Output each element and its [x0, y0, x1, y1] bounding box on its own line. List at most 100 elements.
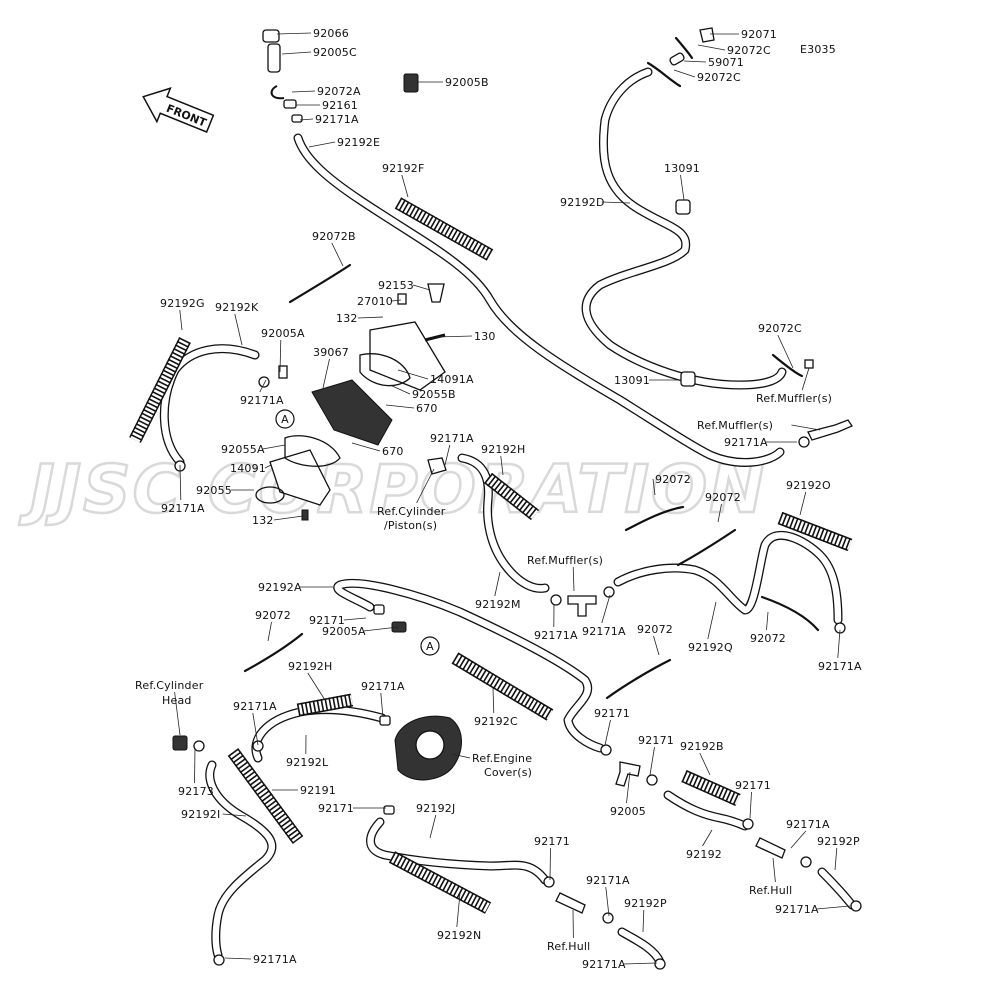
clamp-92171A-mid-a [550, 594, 562, 606]
part-label: 92171A [818, 660, 862, 673]
part-label: Ref.Cylinder [135, 679, 204, 692]
cover-39067 [311, 379, 393, 446]
part-label: 670 [382, 445, 404, 458]
clamp-92171A-muffler [798, 436, 810, 448]
leader-line [492, 687, 495, 714]
part-label: 92005 [610, 805, 646, 818]
part-label: Ref.Muffler(s) [527, 554, 603, 567]
fitting-ref-hull-bottom [555, 892, 586, 914]
leader-line [267, 621, 272, 642]
gasket-92055B [359, 353, 411, 387]
leader-line [642, 909, 645, 933]
part-label: 92192L [286, 756, 329, 769]
reference-marker: A [420, 636, 440, 656]
part-label: 92192N [437, 929, 481, 942]
clamp-92171A-mid-b [603, 586, 615, 598]
part-label: 92072 [655, 473, 691, 486]
leader-line [717, 503, 722, 523]
part-label: 92192F [382, 162, 425, 175]
reference-marker-label: A [426, 640, 434, 653]
bolt-130 [424, 333, 446, 342]
tie-92072C-a [646, 61, 682, 88]
part-label: 92192O [786, 479, 831, 492]
plug-27010 [397, 293, 407, 305]
part-label: 132 [336, 312, 358, 325]
part-label: 92171A [315, 113, 359, 126]
clamp-92171-b [646, 774, 658, 786]
clamp-92171-c [742, 818, 754, 830]
part-label: 92171A [534, 629, 578, 642]
clamp-92171A-engine [379, 715, 391, 726]
part-label: 92171 [309, 614, 345, 627]
fitting-ref-muffler [807, 419, 853, 441]
leader-line [649, 746, 655, 776]
leader-line [234, 313, 243, 346]
grommet-13091-upper [675, 199, 691, 215]
part-label: 92192P [817, 835, 860, 848]
part-label: 670 [416, 402, 438, 415]
leader-line [500, 455, 504, 476]
clamp-92171A-p-right [850, 900, 862, 912]
part-label: 132 [252, 514, 274, 527]
part-label: 92192P [624, 897, 667, 910]
leader-line [816, 905, 851, 910]
part-label: 92072C [697, 71, 741, 84]
hose-92192J [366, 817, 550, 885]
part-label: 92072C [758, 322, 802, 335]
part-label: 92192I [181, 808, 220, 821]
leader-line [680, 174, 685, 201]
sleeve-92192O [777, 511, 853, 552]
part-label: 92005B [445, 76, 489, 89]
leader-line [259, 379, 267, 393]
part-label: 92192K [215, 301, 259, 314]
part-label: 92072 [705, 491, 741, 504]
leader-line [652, 478, 656, 496]
leader-line [456, 892, 461, 928]
part-label: 92072 [750, 632, 786, 645]
part-label: 92072A [317, 85, 361, 98]
leader-line [697, 44, 726, 51]
sleeve-92192F [394, 197, 494, 261]
clamp-92171A-p-bottom [654, 958, 666, 970]
part-label: 92192E [337, 136, 380, 149]
part-label: 92191 [300, 784, 336, 797]
fitting-92071 [699, 27, 715, 43]
leader-line [790, 830, 807, 849]
front-arrow-icon: FRONT [142, 87, 215, 133]
part-label: 92192Q [688, 641, 733, 654]
leader-line [673, 69, 696, 78]
tie-92072-b [676, 528, 737, 567]
part-label: E3035 [800, 43, 836, 56]
leader-line [276, 32, 312, 35]
part-labels: 9206692005C92005B92072A9216192171A92192E… [135, 27, 862, 971]
leader-line [281, 51, 312, 55]
part-label: 92171A [361, 680, 405, 693]
leader-line [385, 404, 415, 409]
part-label: 92072B [312, 230, 356, 243]
part-label: 59071 [708, 56, 744, 69]
leader-line [308, 141, 336, 148]
leader-line [194, 747, 196, 784]
leader-line [279, 339, 282, 373]
leader-line [174, 691, 181, 736]
leader-line [444, 444, 451, 466]
fitting-92005A-lower [391, 621, 407, 633]
leader-line [572, 566, 575, 592]
corrugated-sleeves [129, 197, 853, 914]
part-label: Head [162, 694, 192, 707]
sensor-92153 [427, 283, 445, 303]
sleeve-92191 [227, 748, 304, 844]
part-label: 92071 [741, 28, 777, 41]
part-label: 14091A [430, 373, 474, 386]
part-label: 92072C [727, 44, 771, 57]
watermark: JJSC CORPORATION [19, 451, 766, 528]
part-label: Ref.Hull [547, 940, 590, 953]
tie-92072C-c [771, 353, 804, 378]
clamp-92171A-hull-right [800, 856, 812, 868]
leader-line [436, 335, 473, 338]
leader-line [357, 316, 384, 319]
leader-line [401, 174, 409, 198]
leader-line [222, 813, 247, 817]
leader-line [772, 857, 776, 883]
part-label: 92005A [261, 327, 305, 340]
